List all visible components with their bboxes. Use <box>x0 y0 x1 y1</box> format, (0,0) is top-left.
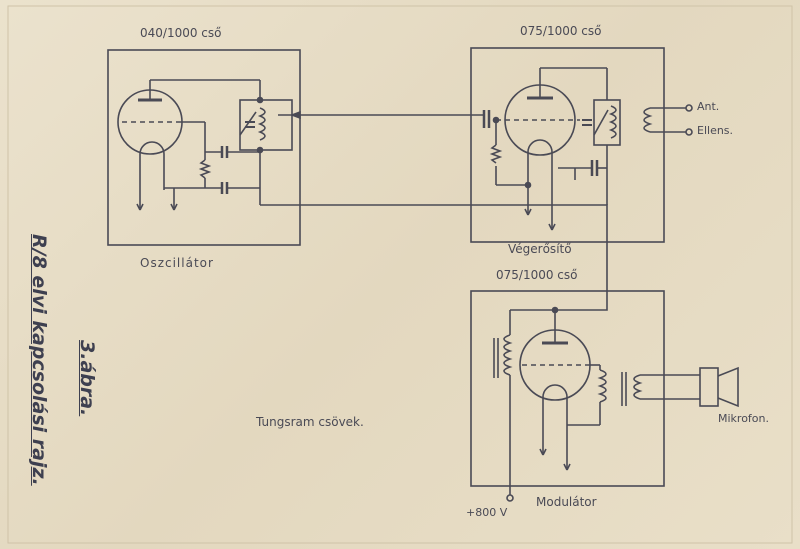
modulator-tube-label: 075/1000 cső <box>496 268 578 282</box>
figure-number: 3.ábra. <box>76 340 98 417</box>
supply-label: +800 V <box>466 506 508 519</box>
amplifier-box <box>470 47 665 243</box>
antenna-label: Ant. <box>697 100 720 113</box>
supply-line <box>260 204 608 311</box>
page-border <box>7 5 793 544</box>
modulator-box <box>470 290 665 487</box>
figure-title: R/8 elvi kapcsolási rajz. <box>28 234 50 486</box>
oscillator-box <box>107 49 301 246</box>
microphone-icon <box>699 366 739 408</box>
oscillator-tube-label: 040/1000 cső <box>140 26 222 40</box>
amplifier-tube-icon <box>482 67 693 231</box>
counterpoise-label: Ellens. <box>697 124 734 137</box>
oscillator-label: Oszcillátor <box>140 256 214 270</box>
amplifier-label: Végerősítő <box>508 242 572 256</box>
microphone-label: Mikrofon. <box>718 412 769 425</box>
modulator-label: Modulátor <box>536 495 597 509</box>
oscillator-tube-icon <box>117 79 261 211</box>
amplifier-tube-label: 075/1000 cső <box>520 24 602 38</box>
oscillator-tank-icon <box>164 96 293 205</box>
tube-note: Tungsram csövek. <box>256 415 364 429</box>
modulator-tube-icon <box>493 306 700 502</box>
